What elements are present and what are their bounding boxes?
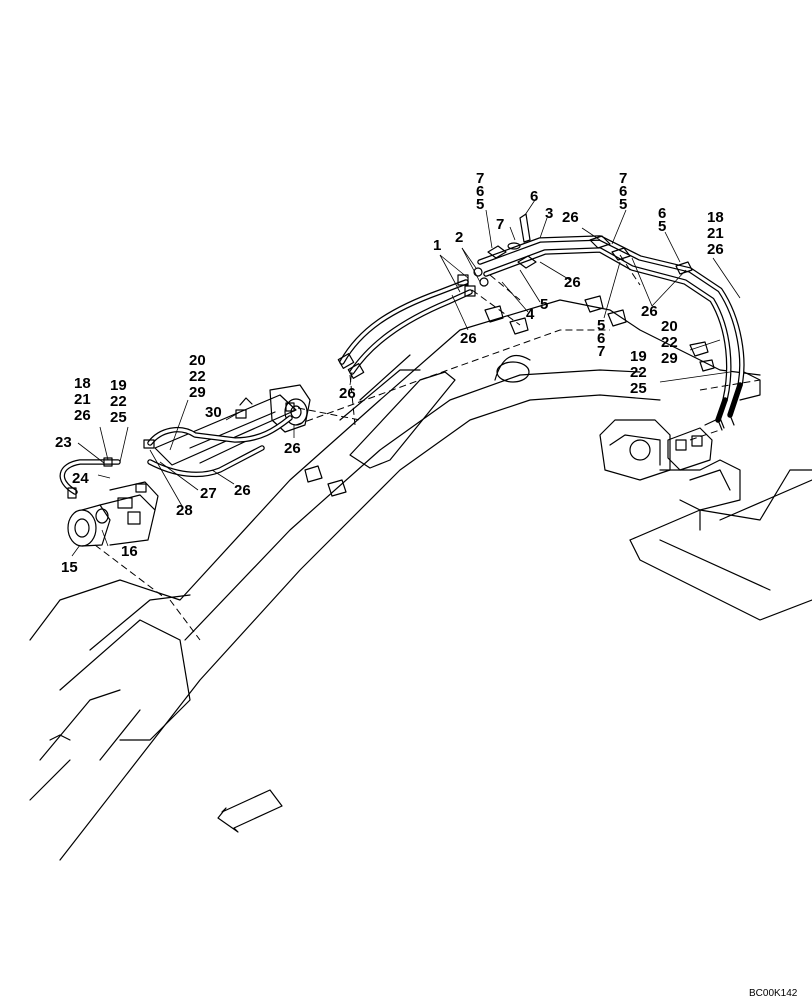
callout-30: 30 — [205, 404, 222, 421]
callout-5-c: 5 — [658, 218, 666, 235]
callout-26-top: 26 — [562, 209, 579, 226]
callout-5-mid: 5 — [540, 296, 548, 313]
callout-26-boom: 26 — [339, 385, 356, 402]
callout-28: 28 — [176, 502, 193, 519]
callout-26-mid: 26 — [564, 274, 581, 291]
callout-26-pair: 26 — [641, 303, 658, 320]
leader-lines — [71, 199, 741, 557]
callout-22-l2: 22 — [110, 393, 127, 410]
callout-22-l: 22 — [189, 368, 206, 385]
callout-5-d: 5 — [597, 317, 605, 334]
callout-19-r: 19 — [630, 348, 647, 365]
callout-26-cyl: 26 — [284, 440, 301, 457]
callout-25-r: 25 — [630, 380, 647, 397]
callout-4: 4 — [526, 306, 535, 323]
callout-1: 1 — [433, 237, 441, 254]
callout-29-l: 29 — [189, 384, 206, 401]
callout-16: 16 — [121, 543, 138, 560]
assembly-lines — [94, 254, 761, 641]
callout-26-a: 26 — [707, 241, 724, 258]
callout-6-b: 6 — [619, 183, 627, 200]
callout-6-d: 6 — [597, 330, 605, 347]
callout-21-l: 21 — [74, 391, 91, 408]
callout-6-bolt: 6 — [530, 188, 538, 205]
callout-6-a: 6 — [476, 183, 484, 200]
callout-20-r: 20 — [661, 318, 678, 335]
callout-19-l: 19 — [110, 377, 127, 394]
callout-26-l: 26 — [74, 407, 91, 424]
callout-22-r: 22 — [661, 334, 678, 351]
callout-5-a: 5 — [476, 196, 484, 213]
callout-2: 2 — [455, 229, 463, 246]
callout-20-l: 20 — [189, 352, 206, 369]
attachment-valve — [667, 417, 725, 471]
arm-structure — [29, 295, 761, 861]
callout-5-b: 5 — [619, 196, 627, 213]
callout-23: 23 — [55, 434, 72, 451]
callout-7-a: 7 — [476, 170, 484, 187]
callout-18-l: 18 — [74, 375, 91, 392]
callout-7-b: 7 — [619, 170, 627, 187]
callout-26-left-hose: 26 — [460, 330, 477, 347]
callout-27: 27 — [200, 485, 217, 502]
callout-24: 24 — [72, 470, 89, 487]
callout-labels: 7 6 5 6 7 3 26 7 6 5 6 5 18 21 26 1 2 26… — [55, 170, 798, 999]
callout-3: 3 — [545, 205, 553, 222]
callout-6-c: 6 — [658, 205, 666, 222]
callout-7-washer: 7 — [496, 216, 504, 233]
callout-29-r: 29 — [661, 350, 678, 367]
callout-18-a: 18 — [707, 209, 724, 226]
callout-26-lower: 26 — [234, 482, 251, 499]
valve-block — [67, 481, 159, 547]
boom-pivot-structure — [599, 369, 812, 621]
direction-arrow-icon — [217, 789, 283, 833]
figure-code: BC00K142 — [749, 988, 798, 999]
callout-15: 15 — [61, 559, 78, 576]
fittings — [67, 213, 735, 499]
callout-21-a: 21 — [707, 225, 724, 242]
callout-22-r2: 22 — [630, 364, 647, 381]
callout-25-l: 25 — [110, 409, 127, 426]
callout-7-d: 7 — [597, 343, 605, 360]
